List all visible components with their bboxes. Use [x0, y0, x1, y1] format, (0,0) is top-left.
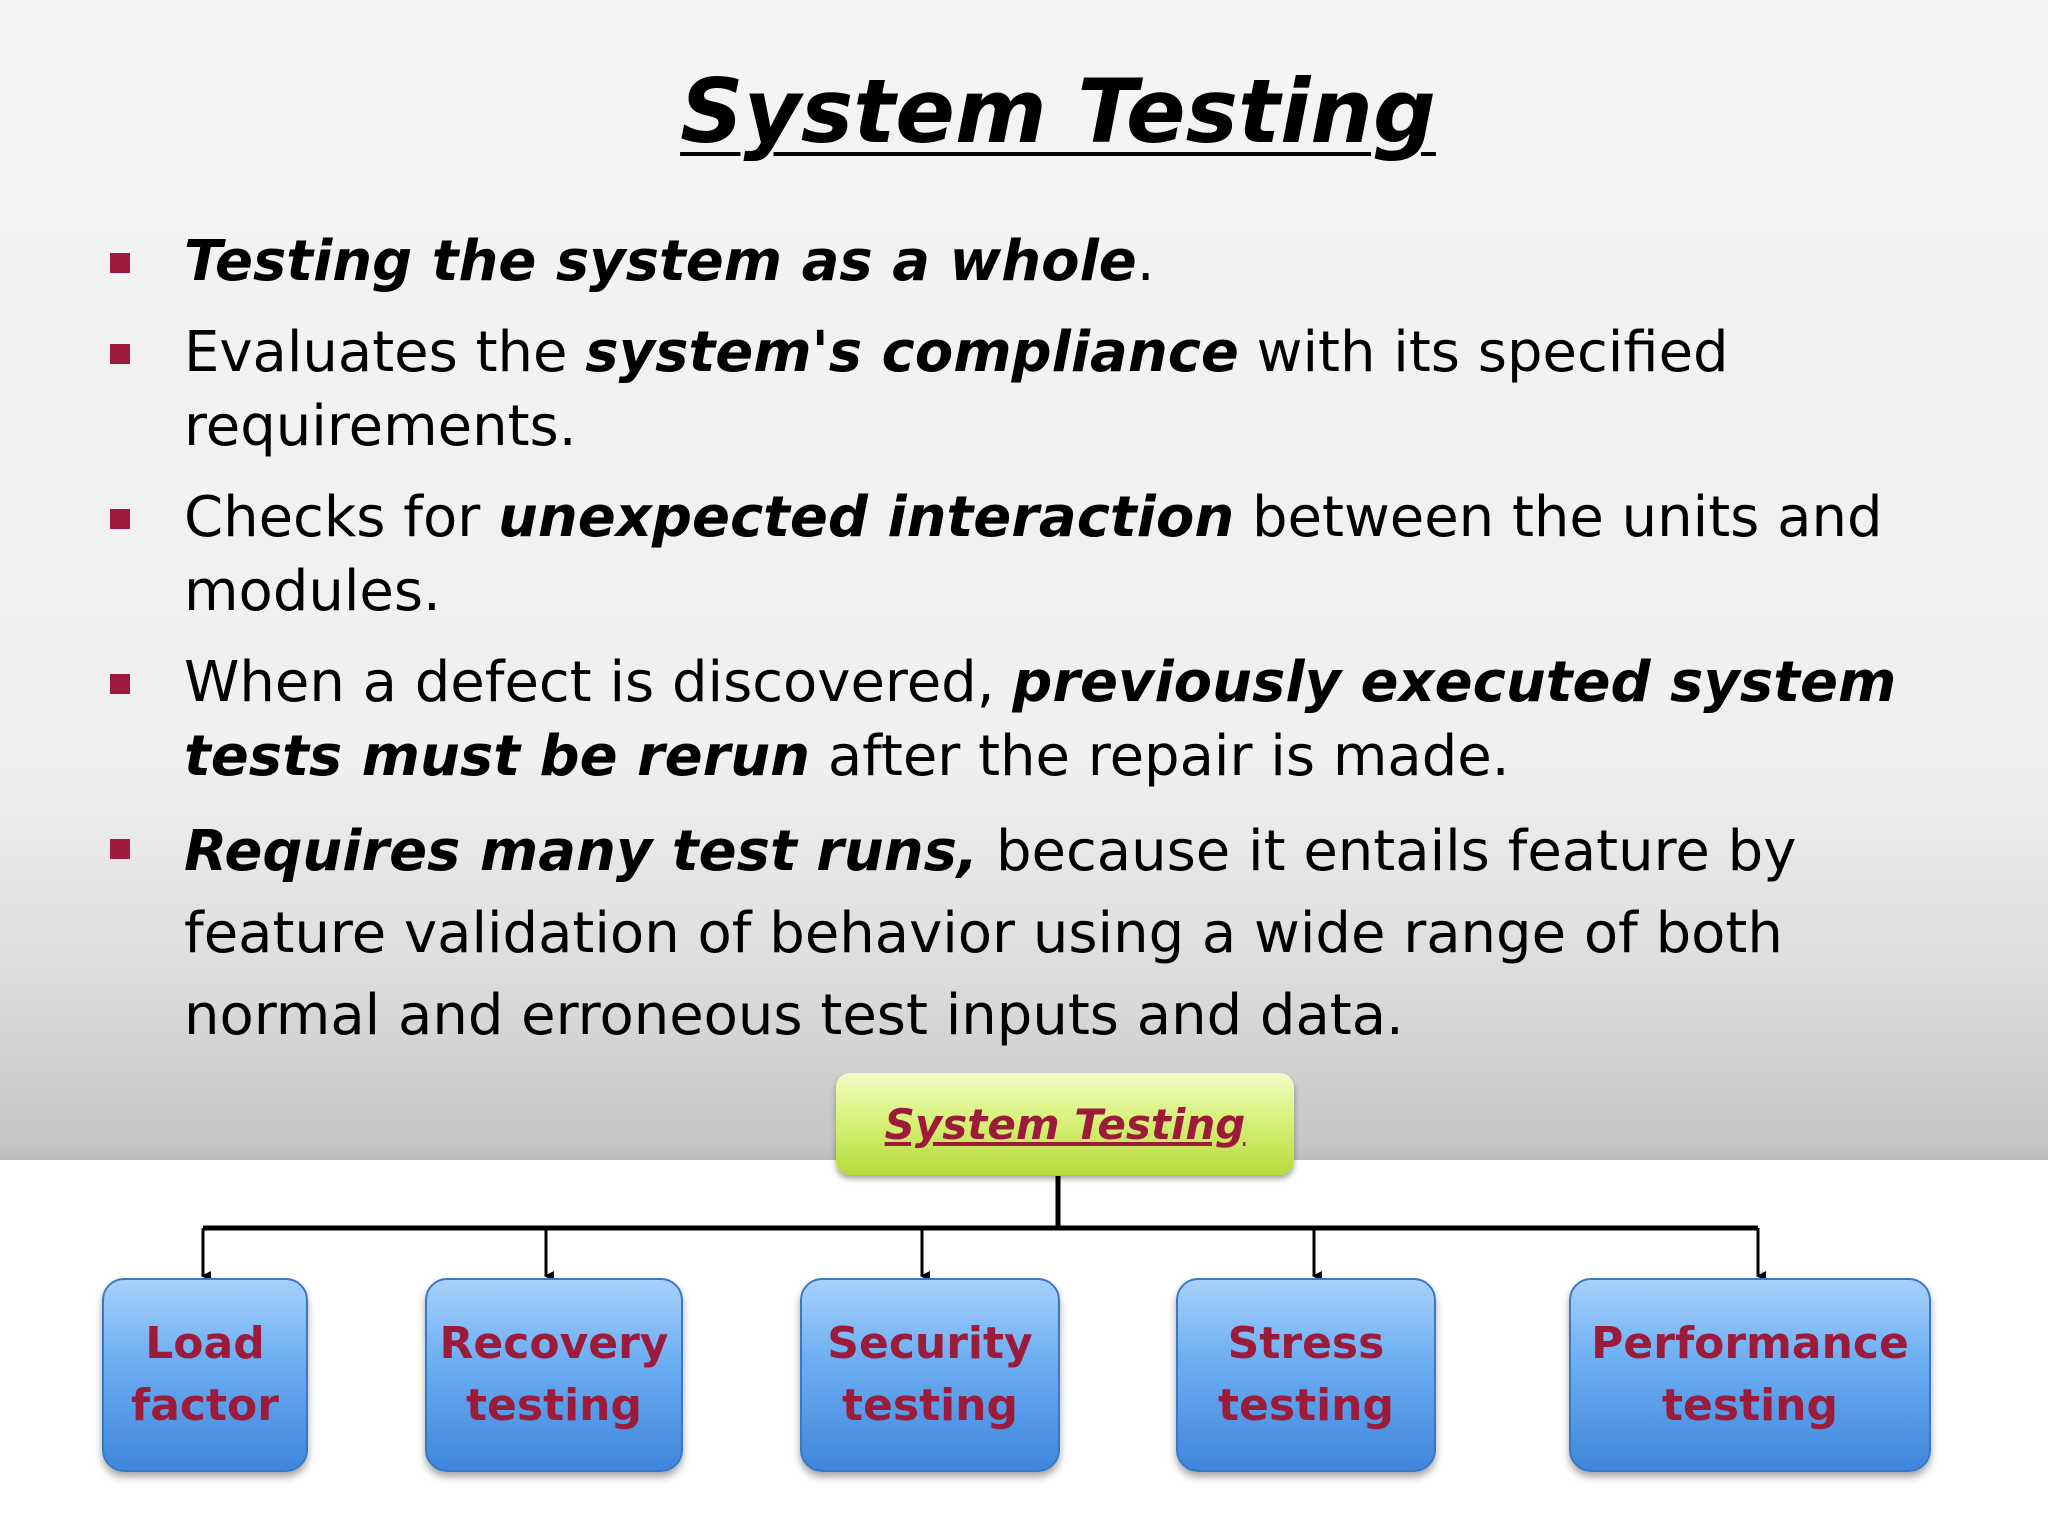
bullet-text: Checks for — [184, 485, 499, 550]
bullet-text: Evaluates the — [184, 320, 586, 385]
bullet-text: because it entails feature by feature va… — [184, 819, 1797, 1048]
diagram-node-stress-testing: Stress testing — [1176, 1278, 1436, 1472]
bullet-item: Requires many test runs, because it enta… — [110, 811, 1970, 1057]
diagram-node-label: Recovery testing — [439, 1318, 669, 1431]
slide-background — [0, 0, 2048, 1160]
diagram-node-label: Load factor — [131, 1318, 279, 1431]
bullet-text: between the units and modules. — [184, 485, 1883, 624]
diagram-node-label: Performance testing — [1591, 1318, 1909, 1431]
bullet-emphasis: Testing the system as a whole — [184, 229, 1137, 294]
bullet-text: When a defect is discovered, — [184, 650, 1013, 715]
diagram-node-label: Security testing — [827, 1318, 1033, 1431]
bullet-item: Checks for unexpected interaction betwee… — [110, 481, 1970, 629]
bullet-item: When a defect is discovered, previously … — [110, 646, 1970, 794]
bullet-text: . — [1136, 229, 1155, 294]
diagram-root-label: System Testing — [884, 1099, 1246, 1149]
bullet-emphasis: Requires many test runs, — [184, 819, 979, 884]
bullet-list: Testing the system as a whole. Evaluates… — [110, 225, 1970, 1074]
bullet-emphasis: unexpected interaction — [498, 485, 1235, 550]
bullet-item: Testing the system as a whole. — [110, 225, 1970, 299]
bullet-emphasis: system's compliance — [585, 320, 1239, 385]
bullet-square-icon — [110, 509, 130, 529]
bullet-text: with its specified requirements. — [184, 320, 1729, 459]
slide-title: System Testing — [680, 60, 1436, 163]
diagram-node-security-testing: Security testing — [800, 1278, 1060, 1472]
bullet-text: after the repair is made. — [810, 724, 1510, 789]
diagram-node-load-factor: Load factor — [102, 1278, 308, 1472]
bullet-square-icon — [110, 253, 130, 273]
bullet-emphasis: previously executed system tests must be… — [184, 650, 1897, 789]
diagram-root-node: System Testing — [836, 1073, 1294, 1175]
bullet-square-icon — [110, 674, 130, 694]
diagram-node-label: Stress testing — [1218, 1318, 1394, 1431]
diagram-node-performance-testing: Performance testing — [1569, 1278, 1931, 1472]
bullet-square-icon — [110, 839, 130, 859]
bullet-item: Evaluates the system's compliance with i… — [110, 316, 1970, 464]
diagram-node-recovery-testing: Recovery testing — [425, 1278, 683, 1472]
bullet-square-icon — [110, 344, 130, 364]
